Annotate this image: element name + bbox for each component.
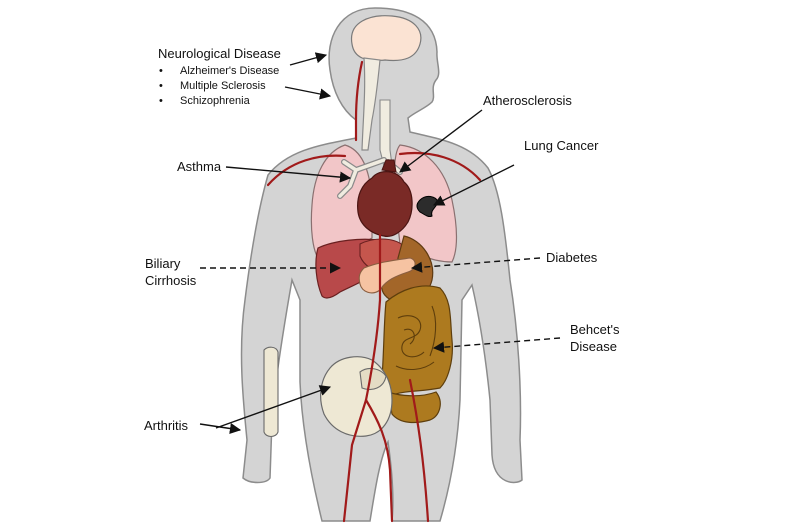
heart — [357, 171, 413, 237]
neuro-disease-list: Alzheimer's Disease Multiple Sclerosis S… — [158, 64, 279, 109]
label-behcets-line2: Disease — [570, 339, 617, 354]
arrow-lung-cancer — [432, 164, 515, 206]
label-biliary-line1: Biliary — [145, 256, 181, 271]
label-behcets-line1: Behcet's — [570, 322, 620, 337]
arrow-arthritis-pelvis — [215, 385, 332, 429]
arrow-arthritis-arm — [199, 422, 242, 435]
arrow-diabetes — [410, 257, 541, 273]
label-biliary-line2: Cirrhosis — [145, 273, 197, 288]
label-neurological-disease: Neurological Disease — [158, 46, 281, 61]
arrow-neuro-spine — [284, 86, 332, 100]
arm-bone — [263, 346, 279, 438]
spinal-cord — [361, 57, 381, 151]
trachea — [379, 99, 393, 167]
label-lung-cancer: Lung Cancer — [524, 138, 599, 153]
label-arthritis: Arthritis — [144, 418, 189, 433]
pancreas — [358, 257, 416, 294]
label-asthma: Asthma — [177, 159, 222, 174]
list-item: Schizophrenia — [158, 94, 279, 109]
arrow-asthma — [225, 166, 352, 183]
intestines — [380, 285, 453, 398]
list-item: Multiple Sclerosis — [158, 79, 279, 94]
arrow-behcets — [432, 337, 561, 353]
annotation-arrows — [199, 52, 515, 435]
list-item: Alzheimer's Disease — [158, 64, 279, 79]
label-atherosclerosis: Atherosclerosis — [483, 93, 572, 108]
arrow-neuro-brain — [289, 52, 328, 66]
pelvis-bone — [320, 356, 393, 437]
arrow-atherosclerosis — [399, 109, 483, 173]
label-diabetes: Diabetes — [546, 250, 598, 265]
brain — [350, 15, 422, 62]
blood-vessels — [266, 60, 482, 523]
